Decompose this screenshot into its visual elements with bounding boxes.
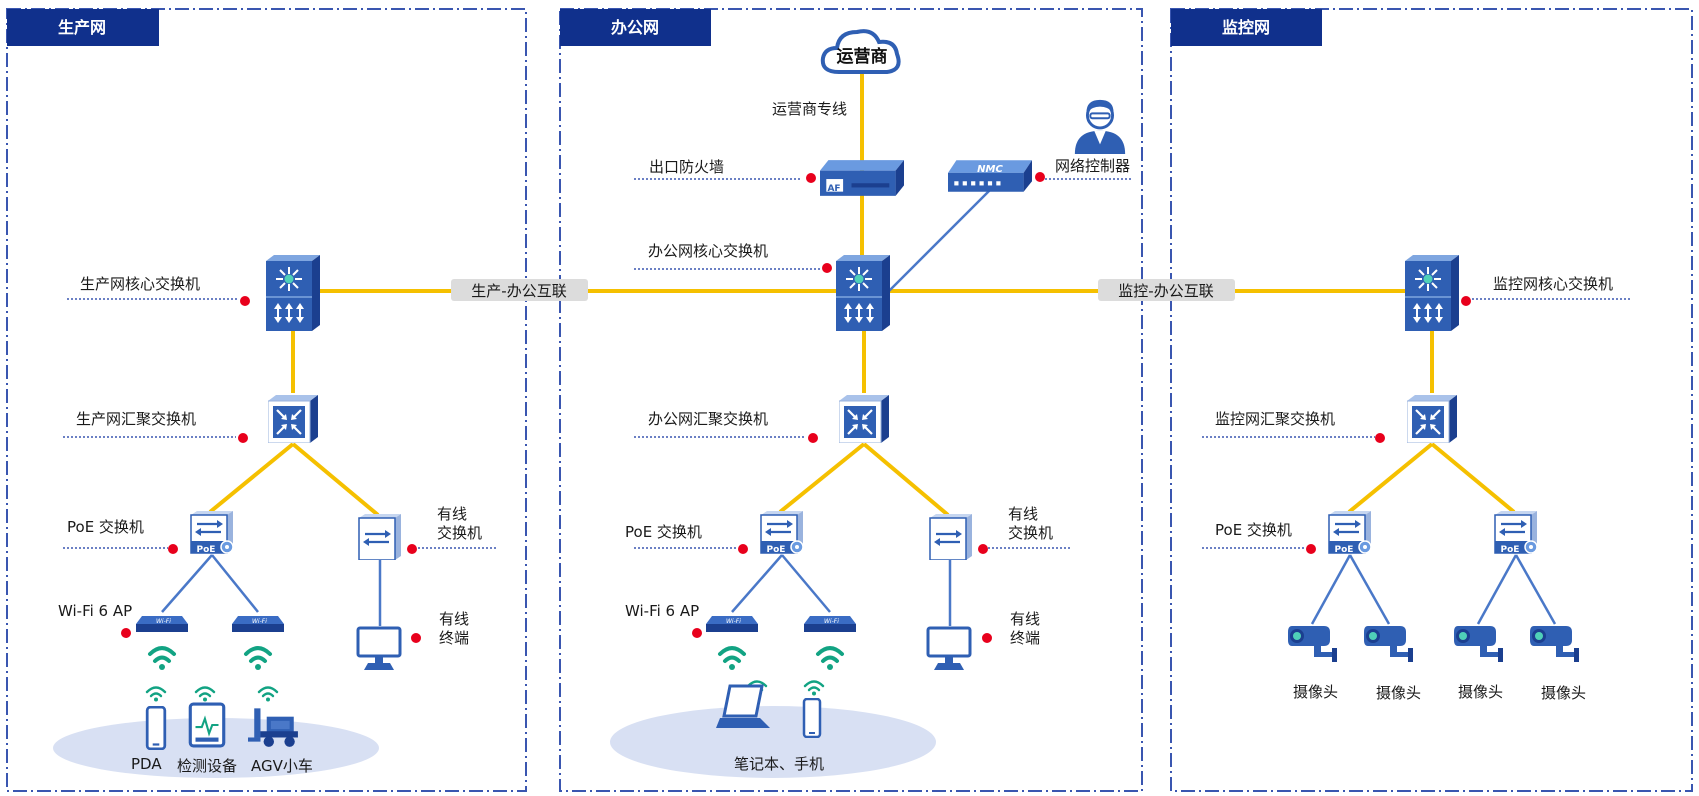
- office-wired-terminal-label-1: 有线: [1010, 610, 1040, 628]
- office-ap-2-icon: [804, 614, 856, 672]
- monitor-agg-poe1-link: [1347, 442, 1434, 514]
- controller-core-link: [887, 189, 991, 293]
- monitor-core-switch-label: 监控网核心交换机: [1493, 275, 1613, 293]
- zone-title-office: 办公网: [611, 18, 659, 37]
- inspection-device-label: 检测设备: [177, 757, 237, 775]
- production-wired-switch-icon: [357, 514, 403, 560]
- monitor-agg-switch-icon: [1407, 395, 1457, 443]
- production-wired-terminal-label-2: 终端: [439, 629, 469, 647]
- agv-icon: [248, 708, 298, 747]
- device-markers: [121, 172, 1471, 643]
- office-wired-terminal-icon: [926, 626, 972, 670]
- office-wired-terminal-label-2: 终端: [1010, 629, 1040, 647]
- firewall-label: 出口防火墙: [649, 158, 724, 176]
- monitor-poe1-cam2-link: [1348, 554, 1391, 625]
- isp-label: 运营商: [837, 46, 888, 67]
- office-ap-1-icon: [706, 614, 758, 672]
- network-controller-label: 网络控制器: [1055, 157, 1130, 175]
- production-agg-switch-label: 生产网汇聚交换机: [76, 410, 196, 428]
- camera-1-icon: [1288, 626, 1337, 662]
- camera-2-icon: [1364, 626, 1413, 662]
- poe-badges: PoE PoE PoE PoE: [197, 545, 1520, 555]
- access-links: [161, 189, 1557, 626]
- agv-label: AGV小车: [251, 757, 313, 775]
- phone-wifi-icon: [803, 680, 825, 696]
- office-agg-switch-icon: [839, 395, 889, 443]
- monitor-core-switch-icon: [1405, 255, 1459, 331]
- zone-header-office: [560, 9, 711, 46]
- production-wired-terminal-label-1: 有线: [439, 610, 469, 628]
- agv-wifi-icon: [257, 686, 279, 702]
- camera-4-label: 摄像头: [1541, 684, 1586, 702]
- controller-badge: NMC: [977, 164, 1003, 175]
- poe-badge: PoE: [767, 545, 786, 555]
- office-core-switch-icon: [836, 255, 890, 331]
- leader-lines: [63, 178, 1630, 549]
- isp-line-label: 运营商专线: [772, 100, 847, 118]
- monitor-agg-switch-label: 监控网汇聚交换机: [1215, 410, 1335, 428]
- zone-office: 办公网: [559, 8, 1143, 792]
- office-agg-wired-link: [862, 442, 950, 517]
- production-ap-label: Wi-Fi 6 AP: [58, 602, 132, 620]
- production-core-switch-label: 生产网核心交换机: [80, 275, 200, 293]
- office-poe-ap2-link: [781, 554, 831, 613]
- monitor-agg-poe2-link: [1430, 442, 1516, 514]
- office-ap-label: Wi-Fi 6 AP: [625, 602, 699, 620]
- camera-2-label: 摄像头: [1376, 684, 1421, 702]
- production-ap-2-icon: [232, 614, 284, 672]
- office-wired-switch-icon: [928, 514, 974, 560]
- office-agg-poe-link: [778, 442, 866, 514]
- office-poe-switch-label: PoE 交换机: [625, 523, 702, 541]
- camera-3-icon: [1454, 626, 1503, 662]
- office-wired-switch-label-1: 有线: [1008, 505, 1038, 523]
- zone-production: 生产网: [6, 8, 527, 792]
- office-agg-switch-label: 办公网汇聚交换机: [648, 410, 768, 428]
- monitor-poe1-cam1-link: [1310, 554, 1352, 625]
- office-core-switch-label: 办公网核心交换机: [648, 242, 768, 260]
- zone-title-production: 生产网: [58, 18, 106, 37]
- production-ap-1-icon: [136, 614, 188, 672]
- svg-text:生产-办公互联: 生产-办公互联: [471, 282, 566, 300]
- interconnect-label-monitor-office: 监控-办公互联: [1098, 279, 1235, 301]
- zone-header-production: [7, 9, 159, 46]
- pda-label: PDA: [131, 755, 162, 773]
- inspection-device-icon: [188, 702, 226, 748]
- pda-icon: [145, 706, 167, 750]
- zone-header-monitor: [1171, 9, 1322, 46]
- office-devices-label: 笔记本、手机: [734, 755, 824, 773]
- prod-poe-ap1-link: [161, 554, 213, 613]
- firewall-badge: AF: [827, 184, 840, 194]
- poe-badge: PoE: [1501, 545, 1520, 555]
- admin-user-icon: [1073, 98, 1127, 154]
- office-device-ground: [610, 706, 936, 778]
- zone-title-monitor: 监控网: [1222, 18, 1270, 37]
- monitor-poe2-cam4-link: [1514, 554, 1557, 625]
- production-poe-switch-label: PoE 交换机: [67, 518, 144, 536]
- poe-badge: PoE: [1335, 545, 1354, 555]
- pda-wifi-icon: [145, 686, 167, 702]
- production-agg-switch-icon: [268, 395, 318, 443]
- production-wired-switch-label-1: 有线: [437, 505, 467, 523]
- prod-poe-ap2-link: [211, 554, 259, 613]
- interconnect-label-prod-office: 生产-办公互联: [451, 279, 588, 301]
- prod-agg-poe-link: [208, 442, 295, 514]
- camera-4-icon: [1530, 626, 1579, 662]
- office-wired-switch-label-2: 交换机: [1008, 524, 1053, 542]
- production-wired-terminal-icon: [356, 626, 402, 670]
- poe-badge: PoE: [197, 545, 216, 555]
- zone-monitor: 监控网: [1170, 8, 1693, 792]
- production-core-switch-icon: [266, 255, 320, 331]
- monitor-poe-switch-label: PoE 交换机: [1215, 521, 1292, 539]
- svg-text:监控-办公互联: 监控-办公互联: [1118, 282, 1213, 300]
- inspect-wifi-icon: [194, 686, 216, 702]
- camera-1-label: 摄像头: [1293, 683, 1338, 701]
- prod-agg-wired-link: [291, 442, 380, 517]
- monitor-poe2-cam3-link: [1476, 554, 1518, 625]
- camera-3-label: 摄像头: [1458, 683, 1503, 701]
- office-poe-ap1-link: [731, 554, 783, 613]
- phone-icon: [802, 698, 822, 738]
- production-wired-switch-label-2: 交换机: [437, 524, 482, 542]
